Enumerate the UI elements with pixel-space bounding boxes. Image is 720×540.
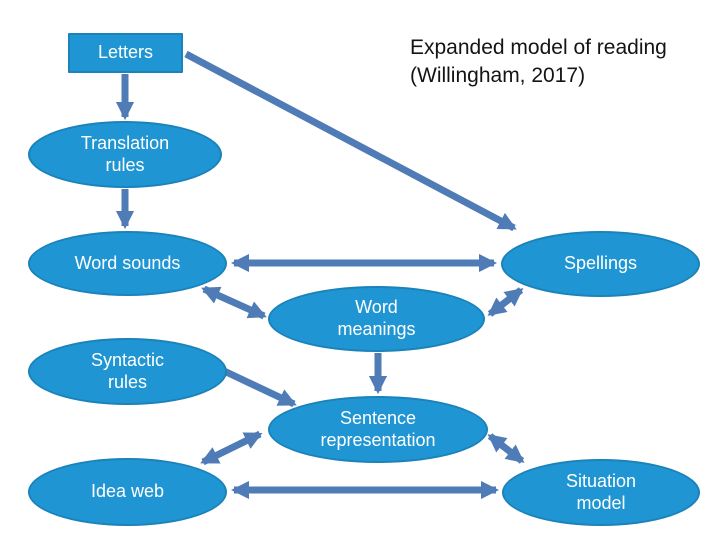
node-syntactic-rules: Syntactic rules [28, 338, 227, 405]
slide-title-line1: Expanded model of reading [410, 36, 667, 59]
arrow-idea-web-sentence-representation [200, 430, 263, 466]
arrow-syntactic-rules-to-sentence-representation [220, 366, 297, 408]
arrow-sentence-representation-situation-model [487, 433, 525, 464]
arrow-letters-to-spellings [184, 50, 517, 232]
node-letters: Letters [68, 33, 183, 73]
slide-title-line2: (Willingham, 2017) [410, 63, 586, 87]
node-situation-model: Situation model [502, 459, 700, 526]
slide-title: Expanded model of reading (Willingham, 2… [410, 34, 710, 89]
node-spellings: Spellings [501, 231, 700, 297]
node-word-meanings: Word meanings [268, 286, 485, 352]
arrow-word-meanings-spellings [487, 287, 524, 317]
node-idea-web: Idea web [28, 458, 227, 526]
arrow-word-sounds-word-meanings [201, 285, 267, 320]
node-word-sounds: Word sounds [28, 231, 227, 296]
node-translation-rules: Translation rules [28, 121, 222, 188]
node-sentence-representation: Sentence representation [268, 396, 488, 463]
